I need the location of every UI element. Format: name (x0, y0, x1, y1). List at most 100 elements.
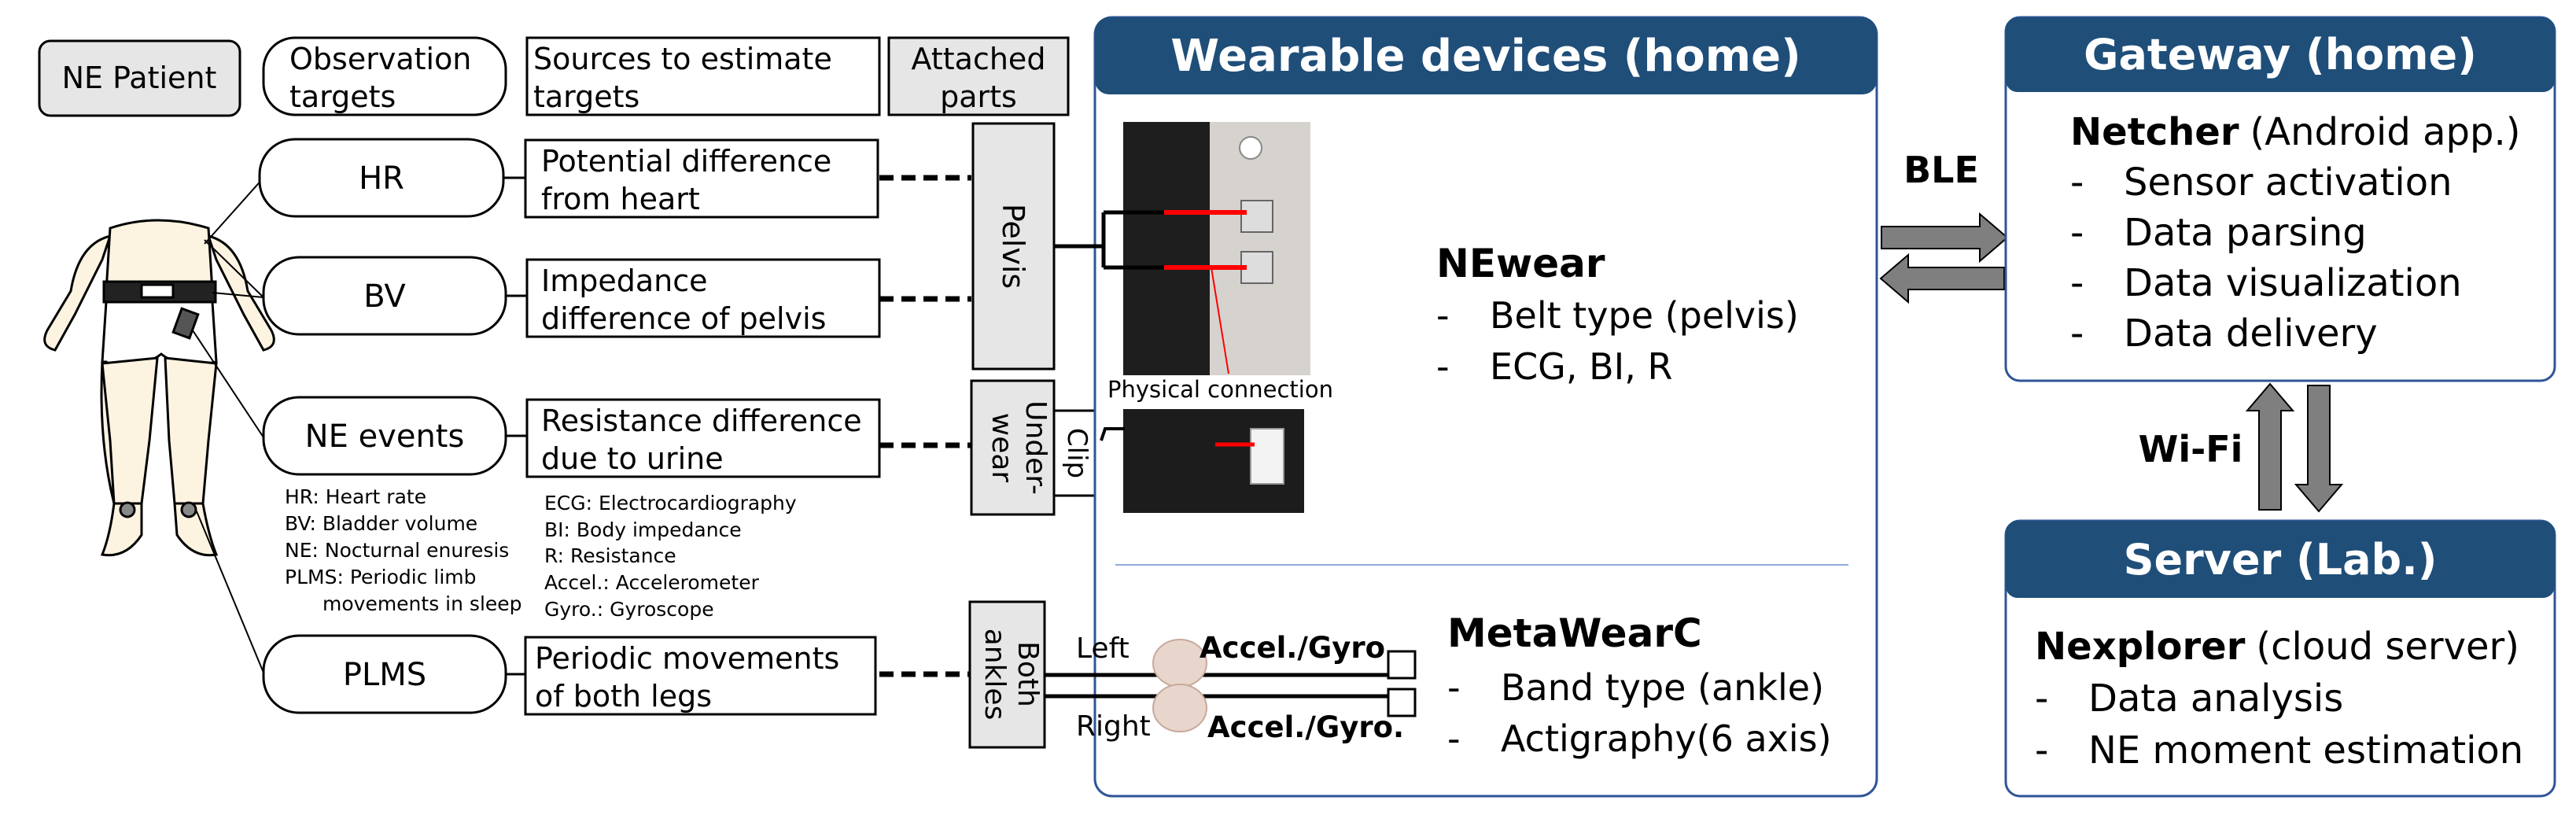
part-clip-label: Clip (1061, 428, 1093, 478)
source-plms-line2: of both legs (535, 679, 712, 714)
part-ankles (968, 600, 1046, 749)
gateway-item-2: Data parsing (2124, 211, 2367, 255)
part-underwear-line2: wear (986, 413, 1018, 483)
legend-targets-box (262, 36, 507, 116)
source-bv-line2: difference of pelvis (541, 301, 826, 336)
newear-name: NEwear (1436, 241, 1605, 286)
abbrev-left-3: NE: Nocturnal enuresis (285, 539, 509, 562)
source-hr (524, 138, 879, 219)
part-underwear (970, 379, 1056, 516)
source-ne-line2: due to urine (541, 441, 724, 476)
ble-arrow-left (1879, 253, 2005, 304)
source-hr-line1: Potential difference (541, 144, 831, 179)
clip-wire (1100, 427, 1125, 441)
left-sensor-box (1387, 650, 1417, 680)
ble-arrow-right (1881, 212, 2009, 264)
legend-patient-label: NE Patient (62, 61, 217, 95)
target-source-connectors (503, 176, 527, 676)
right-sensor-box (1387, 688, 1417, 717)
accel-gyro-left: Accel./Gyro. (1200, 631, 1396, 665)
legend-parts-line1: Attached (912, 42, 1046, 76)
server-title: Server (Lab.) (2124, 535, 2438, 585)
source-plms-line1: Periodic movements (535, 641, 839, 676)
newear-belt-photo (1123, 122, 1310, 375)
newear-item-1: Belt type (pelvis) (1490, 294, 1799, 337)
legend-sources-line1: Sources to estimate (533, 42, 832, 76)
wifi-arrow-down (2294, 385, 2344, 513)
gateway-item-1: Sensor activation (2124, 160, 2453, 205)
source-hr-line2: from heart (541, 182, 700, 216)
clip-photo (1123, 409, 1304, 513)
ankle-sensor-wires (1045, 673, 1392, 699)
abbrev-right-4: Accel.: Accelerometer (544, 571, 760, 594)
part-pelvis-label: Pelvis (996, 204, 1030, 289)
gateway-dash-1: - (2070, 160, 2084, 205)
accel-gyro-right: Accel./Gyro. (1207, 710, 1404, 744)
abbrev-left-2: BV: Bladder volume (285, 512, 477, 535)
server-item-1: Data analysis (2088, 677, 2343, 721)
gateway-app-desc: (Android app.) (2250, 110, 2521, 154)
legend-parts-line2: parts (940, 79, 1017, 114)
legend-targets-line2: targets (289, 79, 396, 114)
server-app-name: Nexplorer (2035, 625, 2246, 669)
server-dash-2: - (2035, 728, 2048, 773)
pelvis-wire (1054, 210, 1164, 270)
ble-label: BLE (1903, 149, 1979, 191)
source-part-dashed (879, 175, 971, 677)
wifi-label: Wi-Fi (2139, 428, 2243, 470)
gateway-header (2006, 17, 2555, 92)
legend-sources-line2: targets (533, 79, 639, 114)
abbrev-left-4: PLMS: Periodic limb (285, 566, 477, 588)
patient-body-figure (43, 219, 275, 557)
gateway-item-4: Data delivery (2124, 312, 2378, 356)
gateway-dash-4: - (2070, 312, 2084, 356)
server-item-2: NE moment estimation (2088, 728, 2523, 773)
abbrev-right-2: BI: Body impedance (544, 518, 742, 541)
left-label: Left (1076, 632, 1130, 665)
newear-dash-1: - (1436, 294, 1450, 337)
newear-dash-2: - (1436, 345, 1450, 388)
target-ne-label: NE events (305, 419, 465, 455)
target-bv-label: BV (363, 278, 406, 315)
physical-connection-label: Physical connection (1107, 376, 1333, 403)
server-dash-1: - (2035, 677, 2048, 721)
gateway-dash-3: - (2070, 261, 2084, 305)
part-clip (1052, 409, 1103, 497)
right-label: Right (1076, 710, 1151, 743)
source-bv (525, 258, 881, 338)
source-ne-line1: Resistance difference (541, 404, 862, 438)
left-sensor-photo (1152, 639, 1207, 688)
gateway-title: Gateway (home) (2084, 30, 2477, 79)
server-app-line: Nexplorer(cloud server) (2035, 625, 2519, 669)
gateway-item-3: Data visualization (2124, 261, 2462, 305)
server-app-desc: (cloud server) (2256, 625, 2519, 669)
legend-targets-line1: Observation (289, 42, 471, 76)
abbrev-right-5: Gyro.: Gyroscope (544, 598, 714, 621)
newear-item-2: ECG, BI, R (1490, 345, 1672, 388)
legend-patient-box (38, 39, 241, 117)
abbrev-left-5: movements in sleep (322, 592, 522, 615)
source-ne (525, 398, 881, 478)
part-ankles-line1: Both (1012, 641, 1044, 707)
source-bv-line1: Impedance (541, 264, 708, 298)
legend-sources-box (525, 36, 881, 116)
abbrev-left: HR: Heart rate BV: Bladder volume NE: No… (285, 485, 522, 615)
abbrev-right: ECG: Electrocardiography BI: Body impeda… (544, 492, 797, 621)
abbrev-left-1: HR: Heart rate (285, 485, 426, 508)
abbrev-right-3: R: Resistance (544, 544, 676, 567)
server-header (2006, 521, 2555, 598)
metawear-item-1: Band type (ankle) (1501, 666, 1824, 709)
part-pelvis (971, 122, 1056, 371)
metawear-dash-2: - (1447, 717, 1461, 760)
source-plms (524, 636, 877, 716)
metawear-name: MetaWearC (1447, 610, 1702, 656)
body-target-connectors (192, 177, 264, 673)
metawear-dash-1: - (1447, 666, 1461, 709)
target-plms-label: PLMS (343, 657, 426, 693)
target-hr-label: HR (359, 160, 404, 197)
gateway-app-line: Netcher(Android app.) (2070, 110, 2520, 154)
part-ankles-line2: ankles (978, 629, 1011, 721)
right-sensor-photo (1152, 684, 1207, 732)
wearable-header (1095, 17, 1877, 94)
